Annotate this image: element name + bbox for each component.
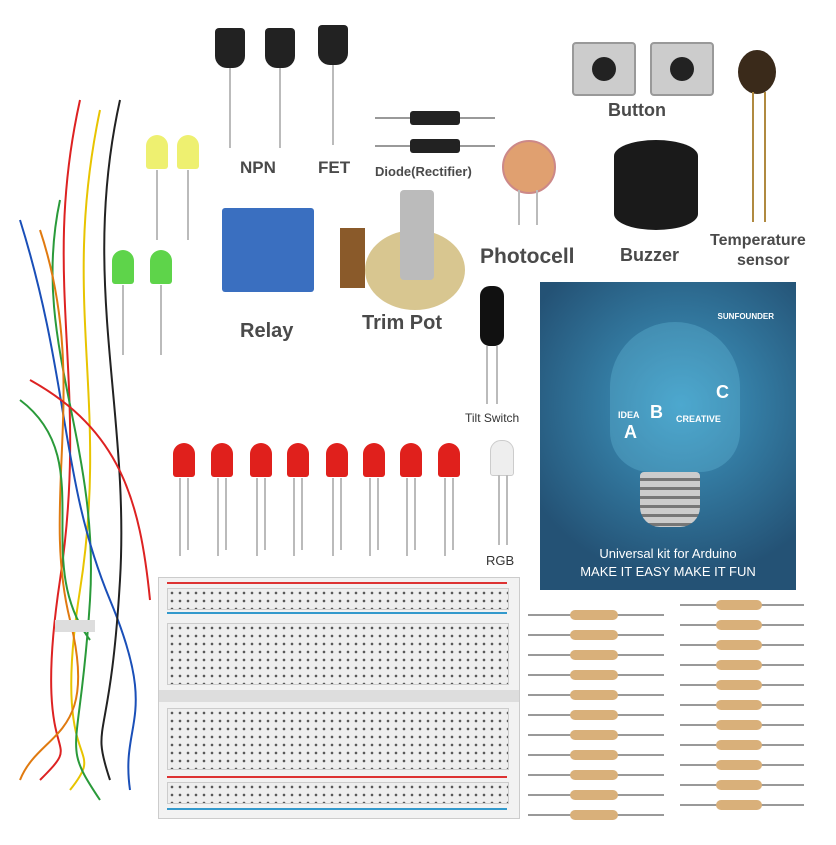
button-label: Button <box>608 100 666 120</box>
resistor <box>716 620 762 630</box>
resistor <box>570 770 618 780</box>
guide-booklet: SUNFOUNDER IDEA A B C CREATIVE Universal… <box>540 282 796 590</box>
brand-logo-text: SUNFOUNDER <box>717 312 774 321</box>
yellow-led <box>177 135 199 169</box>
resistor <box>570 810 618 820</box>
green-led <box>150 250 172 284</box>
art-word: C <box>716 382 729 402</box>
resistor <box>716 600 762 610</box>
resistor <box>716 740 762 750</box>
push-button <box>650 42 714 96</box>
resistor <box>716 720 762 730</box>
red-led <box>211 443 233 477</box>
jumper-wires-bundle <box>19 99 151 801</box>
booklet-tagline: MAKE IT EASY MAKE IT FUN <box>580 564 756 579</box>
fet-label: FET <box>318 158 351 177</box>
breadboard <box>158 577 520 819</box>
red-led <box>250 443 272 477</box>
red-led <box>287 443 309 477</box>
booklet-subtitle: Universal kit for Arduino <box>599 546 737 561</box>
art-word: A <box>624 422 637 442</box>
npn-transistor <box>265 28 295 68</box>
photocell-label: Photocell <box>480 245 575 268</box>
resistor <box>570 650 618 660</box>
diode-label: Diode(Rectifier) <box>375 164 472 179</box>
red-led <box>326 443 348 477</box>
tilt-switch-label: Tilt Switch <box>465 411 520 425</box>
resistor <box>570 710 618 720</box>
resistor <box>570 690 618 700</box>
red-led <box>400 443 422 477</box>
yellow-led <box>146 135 168 169</box>
npn-label: NPN <box>240 158 276 177</box>
resistor <box>570 790 618 800</box>
green-led <box>112 250 134 284</box>
art-word: B <box>650 402 663 422</box>
rgb-label: RGB <box>486 553 515 568</box>
resistor <box>716 680 762 690</box>
photocell <box>502 140 556 194</box>
resistor <box>716 760 762 770</box>
resistor <box>570 750 618 760</box>
red-led <box>438 443 460 477</box>
buzzer-label: Buzzer <box>620 245 680 265</box>
fet-transistor <box>318 25 348 65</box>
resistor <box>716 640 762 650</box>
resistor <box>716 780 762 790</box>
art-word: IDEA <box>618 410 640 420</box>
relay <box>222 208 314 292</box>
npn-transistor <box>215 28 245 68</box>
rgb-led <box>490 440 514 476</box>
resistor <box>570 610 618 620</box>
resistor <box>570 630 618 640</box>
buzzer <box>614 140 698 230</box>
resistor <box>570 670 618 680</box>
resistor <box>570 730 618 740</box>
trim-pot-label: Trim Pot <box>362 312 443 334</box>
resistor <box>716 800 762 810</box>
temperature-label: Temperature <box>710 232 806 249</box>
lightbulb-art: IDEA A B C CREATIVE <box>610 322 740 472</box>
temperature-sensor <box>738 50 776 94</box>
push-button <box>572 42 636 96</box>
sensor-label: sensor <box>737 252 790 269</box>
tilt-switch <box>480 286 504 346</box>
resistor <box>716 660 762 670</box>
art-word: CREATIVE <box>676 414 721 424</box>
red-led <box>173 443 195 477</box>
red-led <box>363 443 385 477</box>
resistor <box>716 700 762 710</box>
relay-label: Relay <box>240 320 294 342</box>
